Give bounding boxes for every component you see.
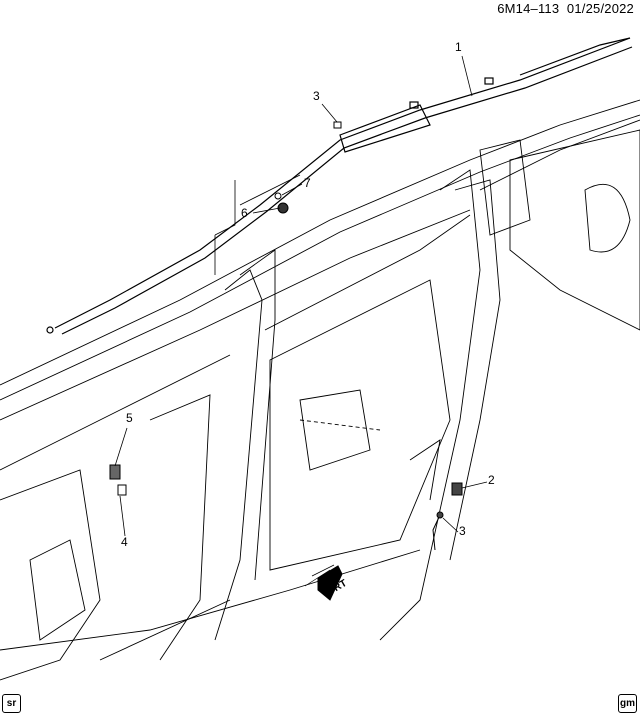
diagram-date: 01/25/2022 (566, 1, 634, 16)
curtain-airbag (46, 37, 633, 335)
callout-3: 3 (313, 89, 320, 103)
callout-4: 4 (121, 535, 128, 549)
body-structure (0, 99, 640, 681)
callout-5: 5 (126, 411, 133, 425)
diagram-id: 6M14–113 (497, 1, 560, 16)
callout-2: 2 (488, 473, 495, 487)
leader-lines (114, 55, 488, 537)
callout-6: 6 (241, 206, 248, 220)
fasteners (109, 121, 463, 551)
sr-badge: sr (2, 694, 21, 713)
front-direction-arrow (304, 564, 343, 601)
callout-3b: 3 (459, 524, 466, 538)
gm-logo: gm (618, 694, 637, 713)
callout-1: 1 (455, 40, 462, 54)
diagram-header: 6M14–113 01/25/2022 (497, 1, 634, 16)
callout-7: 7 (304, 176, 311, 190)
